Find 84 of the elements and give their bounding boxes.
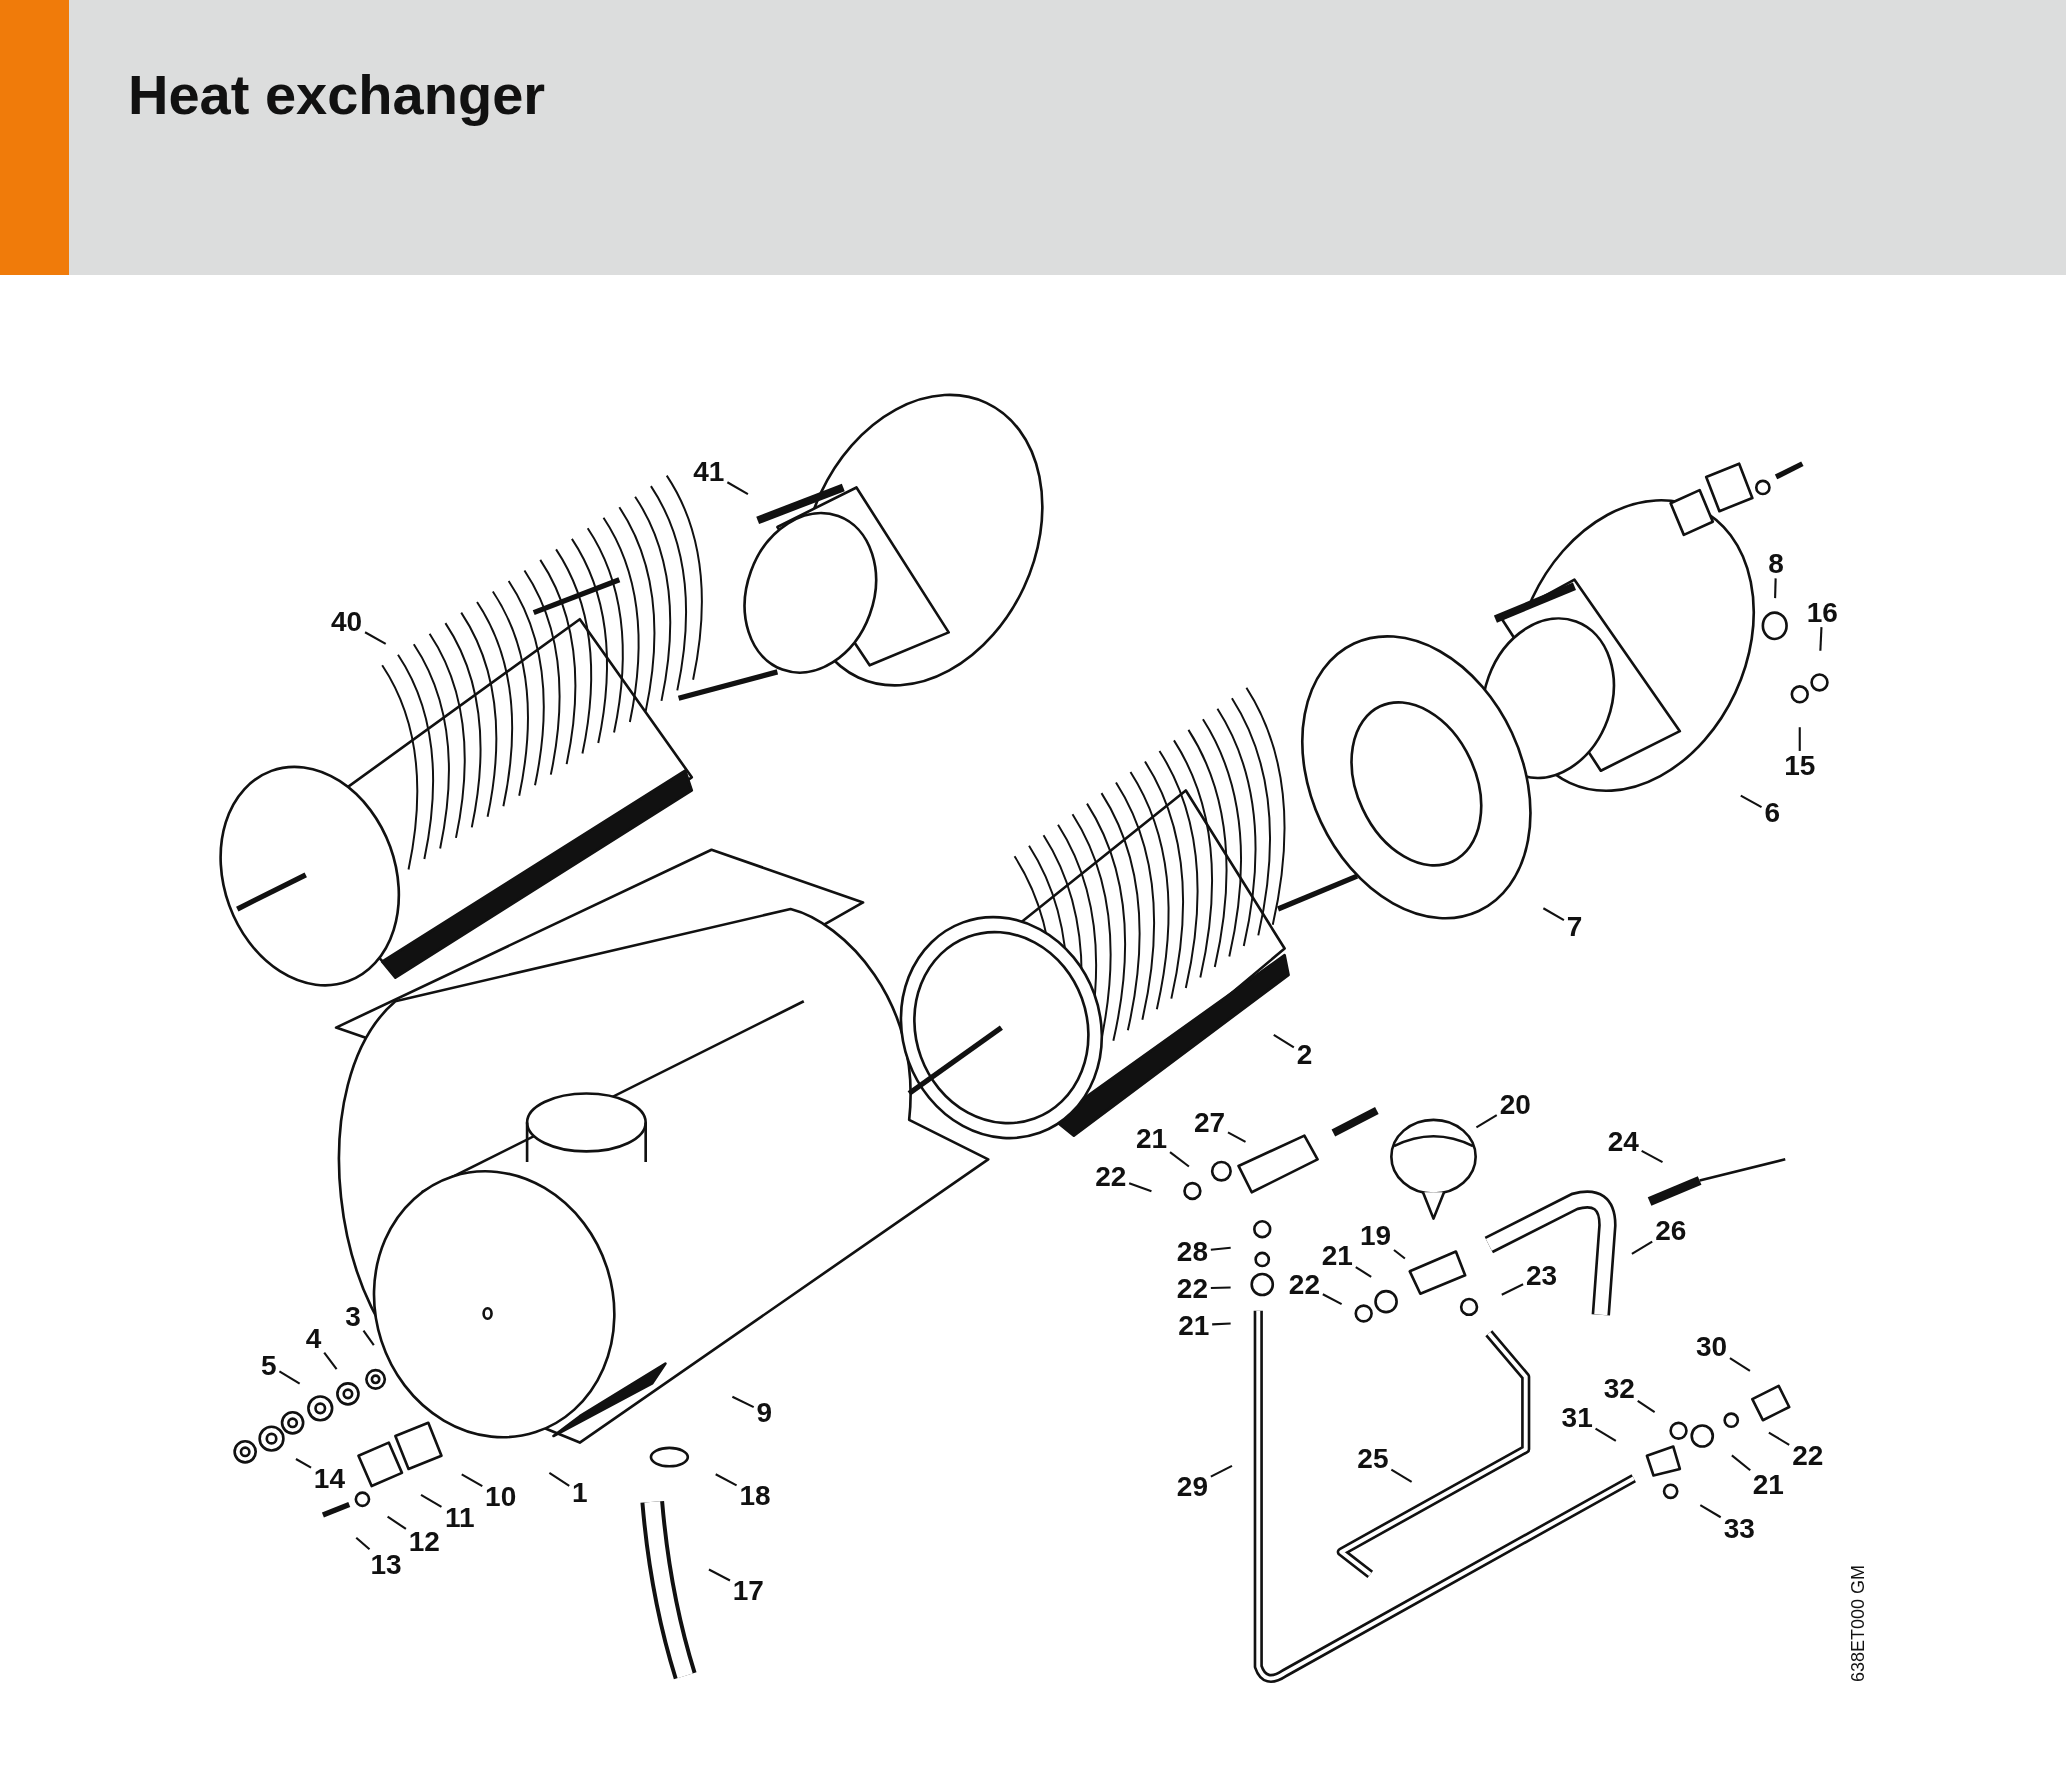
leader-line: [1637, 1400, 1656, 1414]
leader-line: [278, 1370, 301, 1385]
leader-line: [708, 1568, 731, 1582]
leader-line: [1819, 627, 1823, 651]
leader-line: [1729, 1357, 1751, 1372]
callout-number: 22: [1789, 1441, 1827, 1471]
leader-line: [1501, 1283, 1524, 1296]
callout-number: 17: [729, 1575, 767, 1605]
leader-line: [1169, 1151, 1190, 1168]
callout-number: 19: [1357, 1221, 1394, 1251]
callout-number: 2: [1293, 1039, 1315, 1069]
callout-number: 27: [1191, 1108, 1228, 1138]
callout-number: 23: [1523, 1260, 1561, 1290]
callout-number: 9: [753, 1397, 775, 1427]
callout-number: 26: [1652, 1216, 1690, 1246]
leader-line: [1273, 1033, 1295, 1049]
leader-line: [1128, 1182, 1152, 1193]
leader-line: [1699, 1504, 1722, 1519]
callout-number: 25: [1354, 1444, 1392, 1474]
leader-line: [1475, 1114, 1498, 1129]
leader-line: [355, 1536, 371, 1551]
leader-line: [1355, 1266, 1372, 1278]
callout-number: 21: [1133, 1123, 1170, 1153]
callout-number: 11: [441, 1503, 479, 1533]
callout-number: 40: [328, 607, 365, 637]
leader-line: [362, 1330, 375, 1346]
callout-number: 12: [405, 1527, 443, 1557]
leader-line: [1393, 1249, 1406, 1260]
leader-line: [715, 1473, 738, 1487]
leader-line: [1595, 1427, 1617, 1442]
callout-number: 6: [1761, 798, 1783, 828]
callout-number: 3: [342, 1301, 364, 1331]
leader-line: [420, 1494, 442, 1508]
title: Heat exchanger: [128, 62, 546, 127]
callout-number: 31: [1558, 1403, 1596, 1433]
callout-number: 21: [1175, 1311, 1213, 1340]
leader-line: [1212, 1322, 1231, 1326]
callout-number: 16: [1803, 598, 1841, 628]
leader-line: [731, 1395, 755, 1409]
callout-number: 22: [1285, 1270, 1323, 1300]
leader-line: [1641, 1149, 1663, 1164]
callout-number: 13: [367, 1549, 405, 1579]
leader-line: [1631, 1240, 1653, 1255]
drawing-code: 638ET000 GM: [1848, 1565, 1870, 1683]
callout-number: 1: [569, 1478, 591, 1508]
leader-line: [1210, 1246, 1231, 1251]
leader-line: [548, 1472, 570, 1487]
callout-number: 28: [1173, 1237, 1211, 1267]
callout-number: 41: [690, 457, 728, 487]
callout-number: 32: [1600, 1374, 1638, 1404]
callout-number: 29: [1173, 1471, 1211, 1501]
callout-number: 22: [1092, 1162, 1130, 1192]
callout-number: 18: [736, 1481, 774, 1510]
callout-number: 10: [482, 1482, 520, 1512]
callout-number: 20: [1496, 1089, 1534, 1119]
callout-number: 14: [310, 1463, 348, 1493]
leader-line: [1798, 727, 1801, 751]
callout-number: 8: [1765, 549, 1787, 579]
leader-line: [1210, 1286, 1231, 1290]
callout-number: 5: [258, 1350, 280, 1380]
callout-number: 21: [1318, 1241, 1356, 1271]
leader-line: [1731, 1454, 1751, 1472]
leader-line: [1390, 1468, 1413, 1483]
leader-line: [1227, 1131, 1247, 1143]
callout-number: 7: [1564, 911, 1586, 941]
leader-line: [1740, 794, 1763, 808]
callout-number: 30: [1693, 1332, 1730, 1362]
leader-line: [1322, 1293, 1343, 1306]
leader-line: [295, 1458, 312, 1469]
leader-line: [1774, 578, 1777, 599]
leader-line: [323, 1351, 338, 1370]
callout-number: 33: [1720, 1513, 1758, 1543]
leader-line: [387, 1515, 407, 1530]
leader-line: [1768, 1431, 1790, 1446]
callout-number: 24: [1604, 1126, 1642, 1156]
leader-line: [1210, 1464, 1233, 1478]
callout-number: 22: [1173, 1274, 1211, 1304]
leader-line: [1542, 907, 1565, 921]
leader-line: [726, 481, 749, 495]
leader-line: [461, 1473, 483, 1487]
callout-number: 4: [303, 1324, 325, 1354]
leader-line: [364, 631, 387, 645]
callout-number: 21: [1749, 1470, 1787, 1500]
callout-number: 15: [1781, 751, 1819, 780]
